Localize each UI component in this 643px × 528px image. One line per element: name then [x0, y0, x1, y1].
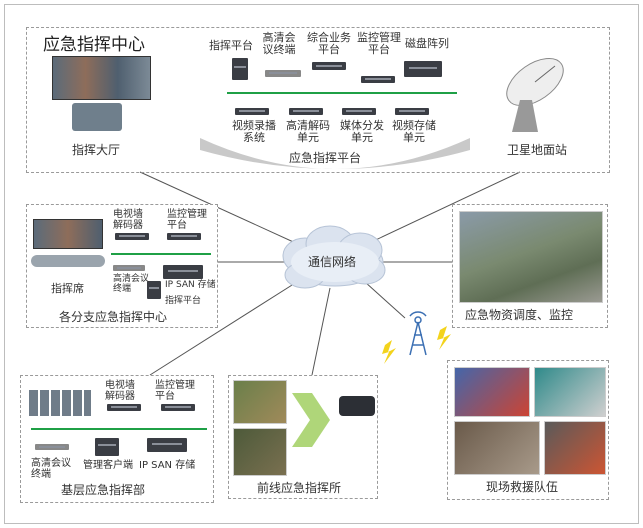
lightning-left-icon — [382, 340, 396, 364]
branch-monitor-label: 监控管理平台 — [167, 209, 207, 231]
rescue-box: 现场救援队伍 — [447, 360, 609, 500]
grassroots-title: 基层应急指挥部 — [61, 483, 146, 497]
grassroots-monitor-device — [161, 404, 195, 411]
branch-box: 指挥席 电视墙解码器 监控管理平台 高清会议终端 IP SAN 存储 指挥平台 … — [26, 204, 218, 328]
branch-desk — [31, 255, 105, 267]
grassroots-decoder-label: 电视墙解码器 — [105, 380, 135, 402]
hq-device-label-4: 磁盘阵列 — [405, 37, 449, 50]
monitor-grid — [29, 390, 91, 416]
soldiers-photo — [233, 428, 287, 476]
hq-bottom-label-0: 视频录播系统 — [232, 119, 276, 145]
hq-title: 应急指挥中心 — [43, 35, 145, 55]
field-command-photo — [233, 380, 287, 424]
branch-seat-label: 指挥席 — [51, 282, 84, 295]
hq-device-label-3: 监控管理平台 — [357, 31, 401, 57]
grassroots-client-label: 管理客户端 — [83, 460, 133, 471]
monitor-platform-device — [361, 76, 395, 83]
lightning-right-icon — [437, 326, 451, 350]
grassroots-decoder-device — [107, 404, 141, 411]
branch-decoder-label: 电视墙解码器 — [113, 209, 143, 231]
grassroots-bus-line — [31, 428, 207, 430]
console-desk — [72, 103, 122, 131]
hq-bus-line — [227, 92, 457, 94]
link-satellite — [364, 171, 521, 246]
rescue-photo-3 — [454, 421, 540, 475]
network-label: 通信网络 — [308, 255, 357, 269]
branch-terminal-device — [113, 265, 145, 271]
hq-bottom-label-2: 媒体分发单元 — [340, 119, 384, 145]
link-hq — [139, 171, 301, 246]
platform-base — [200, 138, 470, 169]
platform-label: 应急指挥平台 — [289, 151, 362, 165]
hq-bottom-label-3: 视频存储单元 — [392, 119, 436, 145]
grassroots-terminal-label: 高清会议终端 — [31, 458, 71, 480]
rescue-photo-2 — [534, 367, 606, 417]
branch-ipsan-label: IP SAN 存储 — [165, 280, 216, 290]
branch-terminal-label: 高清会议终端 — [113, 274, 150, 294]
video-wall — [52, 56, 151, 100]
frontline-box: 前线应急指挥所 — [228, 375, 378, 499]
grassroots-client-device — [95, 438, 119, 456]
link-grassroots — [149, 279, 301, 376]
hd-terminal-device — [265, 70, 301, 77]
branch-ipsan-device — [163, 265, 203, 279]
integrated-platform-device — [312, 62, 346, 70]
recording-system-device — [235, 108, 269, 115]
tower-icon — [409, 311, 427, 356]
hq-bottom-label-1: 高清解码单元 — [286, 119, 330, 145]
command-hall-label: 指挥大厅 — [72, 143, 121, 157]
branch-monitor-device — [167, 233, 201, 240]
grassroots-box: 电视墙解码器 监控管理平台 高清会议终端 管理客户端 IP SAN 存储 基层应… — [20, 375, 214, 503]
rescue-photo-1 — [454, 367, 530, 417]
branch-bus-line — [111, 253, 211, 255]
rescue-photo-4 — [544, 421, 606, 475]
branch-title: 各分支应急指挥中心 — [59, 310, 168, 324]
branch-video-wall — [33, 219, 103, 249]
hq-device-label-1: 高清会议终端 — [262, 31, 296, 57]
hq-device-label-0: 指挥平台 — [209, 39, 253, 52]
diagram-frame — [4, 4, 639, 524]
branch-command-device — [147, 281, 161, 299]
link-frontline — [311, 287, 331, 376]
materials-label: 应急物资调度、监控 — [465, 308, 574, 322]
media-unit-device — [342, 108, 376, 115]
decoder-unit-device — [289, 108, 323, 115]
mountain-road-photo — [459, 211, 603, 303]
command-platform-server — [232, 58, 248, 80]
hq-box: 应急指挥中心 指挥大厅 指挥平台 高清会议终端 综合业务平台 监控管理平台 磁盘… — [26, 27, 610, 173]
hq-device-label-2: 综合业务平台 — [307, 31, 351, 57]
forward-arrow-icon — [292, 393, 330, 447]
grassroots-ipsan-device — [147, 438, 187, 452]
rescue-title: 现场救援队伍 — [486, 480, 559, 494]
branch-decoder-device — [115, 233, 149, 240]
link-tower — [364, 281, 406, 319]
branch-command-label: 指挥平台 — [165, 296, 202, 306]
frontline-title: 前线应急指挥所 — [257, 481, 342, 495]
command-vehicle-icon — [339, 396, 375, 416]
materials-box: 应急物资调度、监控 — [452, 204, 608, 328]
satellite-dish-icon — [506, 57, 564, 132]
grassroots-terminal-device — [35, 444, 69, 450]
storage-unit-device — [395, 108, 429, 115]
satellite-label: 卫星地面站 — [507, 143, 568, 157]
disk-array-device — [404, 61, 442, 77]
grassroots-ipsan-label: IP SAN 存储 — [139, 460, 196, 471]
grassroots-monitor-label: 监控管理平台 — [155, 380, 195, 402]
